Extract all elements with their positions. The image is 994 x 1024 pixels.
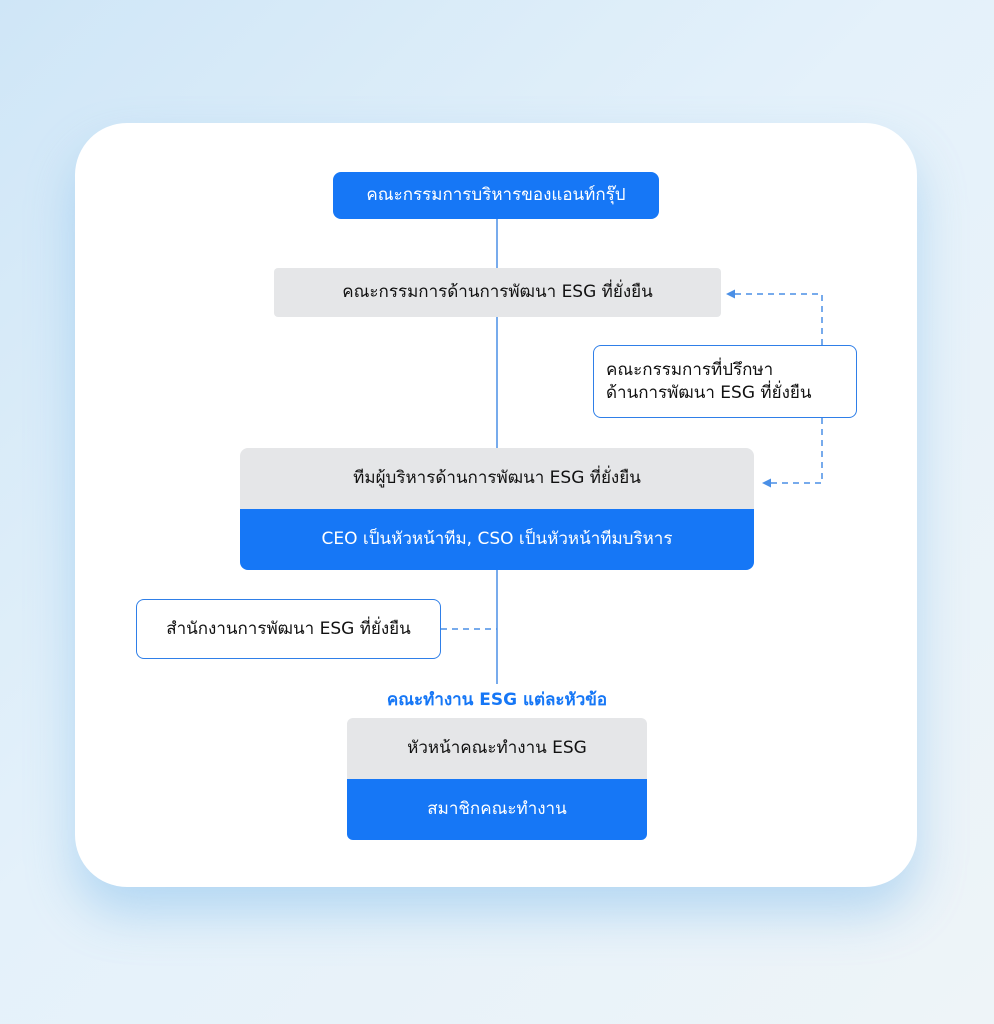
esg-advisory-box: คณะกรรมการที่ปรึกษา ด้านการพัฒนา ESG ที่… — [593, 345, 857, 418]
advisory-dashed-line-bottom — [768, 418, 823, 484]
advisory-dashed-line-top — [732, 293, 823, 345]
esg-committee-box: คณะกรรมการด้านการพัฒนา ESG ที่ยั่งยืน — [274, 268, 721, 317]
working-group-members-box: สมาชิกคณะทำงาน — [347, 779, 647, 840]
esg-office-box: สำนักงานการพัฒนา ESG ที่ยั่งยืน — [136, 599, 441, 659]
working-groups-title: คณะทำงาน ESG แต่ละหัวข้อ — [386, 690, 608, 710]
arrow-head-top — [726, 289, 735, 299]
esg-management-team-note-box: CEO เป็นหัวหน้าทีม, CSO เป็นหัวหน้าทีมบร… — [240, 509, 754, 570]
executive-board-box: คณะกรรมการบริหารของแอนท์กรุ๊ป — [333, 172, 659, 219]
esg-management-team-box: ทีมผู้บริหารด้านการพัฒนา ESG ที่ยั่งยืน — [240, 448, 754, 509]
working-group-leader-box: หัวหน้าคณะทำงาน ESG — [347, 718, 647, 779]
arrow-head-bottom — [762, 478, 771, 488]
